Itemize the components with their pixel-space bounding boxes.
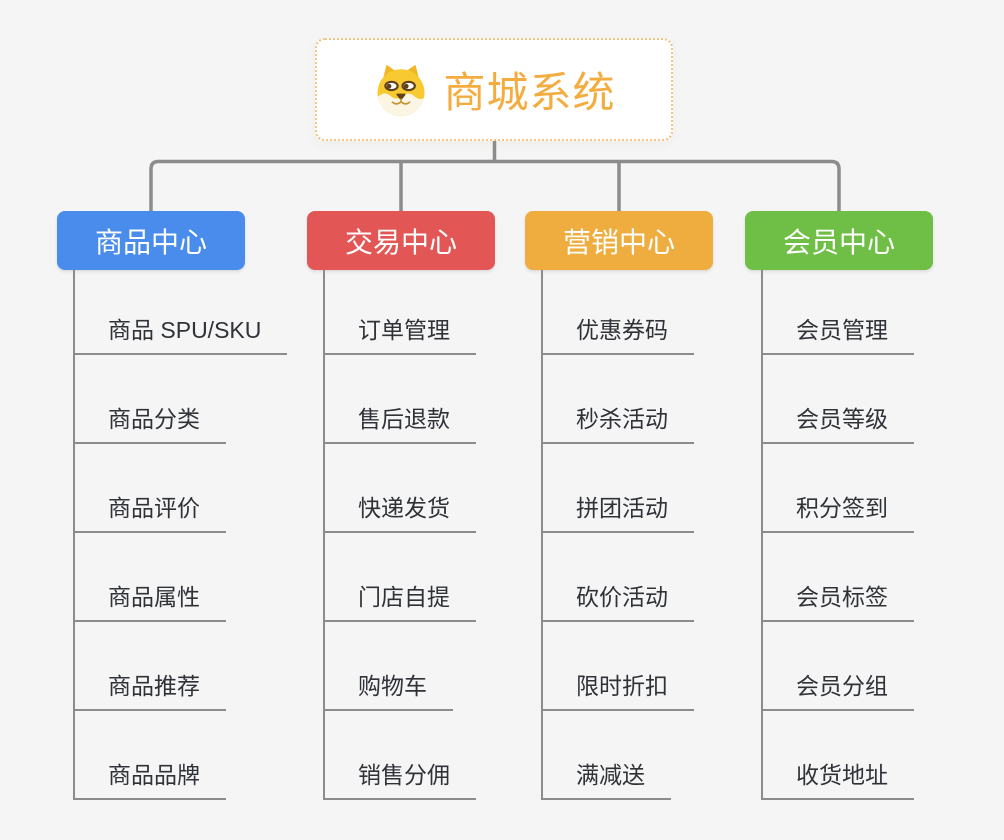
leaf-label: 商品评价 [75, 489, 226, 533]
leaf-label: 快递发货 [325, 489, 476, 533]
branch-children-member: 会员管理 会员等级 积分签到 会员标签 会员分组 收货地址 [761, 270, 914, 800]
leaf-node[interactable]: 购物车 [325, 622, 476, 711]
leaf-node[interactable]: 满减送 [543, 711, 694, 800]
branch-label: 交易中心 [344, 226, 457, 258]
leaf-node[interactable]: 商品 SPU/SKU [75, 270, 288, 355]
leaf-label: 订单管理 [325, 311, 476, 355]
leaf-node[interactable]: 商品属性 [75, 533, 287, 622]
leaf-node[interactable]: 会员标签 [763, 533, 914, 622]
leaf-node[interactable]: 会员管理 [763, 270, 914, 355]
leaf-node[interactable]: 快递发货 [325, 444, 476, 533]
branch-label: 商品中心 [94, 226, 207, 258]
connector-spine [149, 159, 841, 211]
leaf-node[interactable]: 门店自提 [325, 533, 476, 622]
leaf-label: 秒杀活动 [543, 400, 694, 444]
leaf-node[interactable]: 商品分类 [75, 355, 287, 444]
leaf-label: 拼团活动 [543, 489, 694, 533]
leaf-label: 销售分佣 [325, 756, 476, 800]
leaf-label: 会员标签 [763, 578, 914, 622]
leaf-node[interactable]: 砍价活动 [543, 533, 694, 622]
leaf-node[interactable]: 会员分组 [763, 622, 914, 711]
leaf-node[interactable]: 订单管理 [325, 270, 476, 355]
branch-children-trade: 订单管理 售后退款 快递发货 门店自提 购物车 销售分佣 [323, 270, 476, 800]
leaf-label: 优惠券码 [543, 311, 694, 355]
root-title: 商城系统 [443, 69, 616, 116]
leaf-label: 商品属性 [75, 578, 226, 622]
leaf-node[interactable]: 优惠券码 [543, 270, 694, 355]
branch-node-marketing-center[interactable]: 营销中心 [525, 211, 713, 270]
shiba-dog-icon [372, 62, 430, 118]
leaf-node[interactable]: 积分签到 [763, 444, 914, 533]
branch-node-trade-center[interactable]: 交易中心 [307, 211, 495, 270]
leaf-node[interactable]: 商品推荐 [75, 622, 287, 711]
branch-label: 营销中心 [562, 226, 675, 258]
branch-children-marketing: 优惠券码 秒杀活动 拼团活动 砍价活动 限时折扣 满减送 [541, 270, 694, 800]
leaf-node[interactable]: 限时折扣 [543, 622, 694, 711]
branch-children-product: 商品 SPU/SKU 商品分类 商品评价 商品属性 商品推荐 商品品牌 [73, 270, 288, 800]
leaf-label: 售后退款 [325, 400, 476, 444]
leaf-label: 商品品牌 [75, 756, 226, 800]
leaf-label: 会员等级 [763, 400, 914, 444]
leaf-label: 积分签到 [763, 489, 914, 533]
branch-node-member-center[interactable]: 会员中心 [745, 211, 933, 270]
leaf-label: 商品分类 [75, 400, 226, 444]
leaf-label: 收货地址 [763, 756, 914, 800]
leaf-label: 满减送 [543, 756, 671, 800]
leaf-label: 购物车 [325, 667, 453, 711]
leaf-node[interactable]: 秒杀活动 [543, 355, 694, 444]
leaf-node[interactable]: 收货地址 [763, 711, 914, 800]
branch-label: 会员中心 [782, 226, 895, 258]
leaf-node[interactable]: 商品评价 [75, 444, 287, 533]
leaf-label: 会员分组 [763, 667, 914, 711]
root-node[interactable]: 商城系统 [315, 38, 673, 141]
leaf-node[interactable]: 会员等级 [763, 355, 914, 444]
leaf-node[interactable]: 拼团活动 [543, 444, 694, 533]
leaf-label: 砍价活动 [543, 578, 694, 622]
leaf-label: 商品 SPU/SKU [75, 311, 288, 355]
leaf-node[interactable]: 商品品牌 [75, 711, 287, 800]
branch-node-product-center[interactable]: 商品中心 [57, 211, 245, 270]
leaf-node[interactable]: 售后退款 [325, 355, 476, 444]
leaf-label: 会员管理 [763, 311, 914, 355]
leaf-label: 商品推荐 [75, 667, 226, 711]
leaf-node[interactable]: 销售分佣 [325, 711, 476, 800]
leaf-label: 门店自提 [325, 578, 476, 622]
leaf-label: 限时折扣 [543, 667, 694, 711]
